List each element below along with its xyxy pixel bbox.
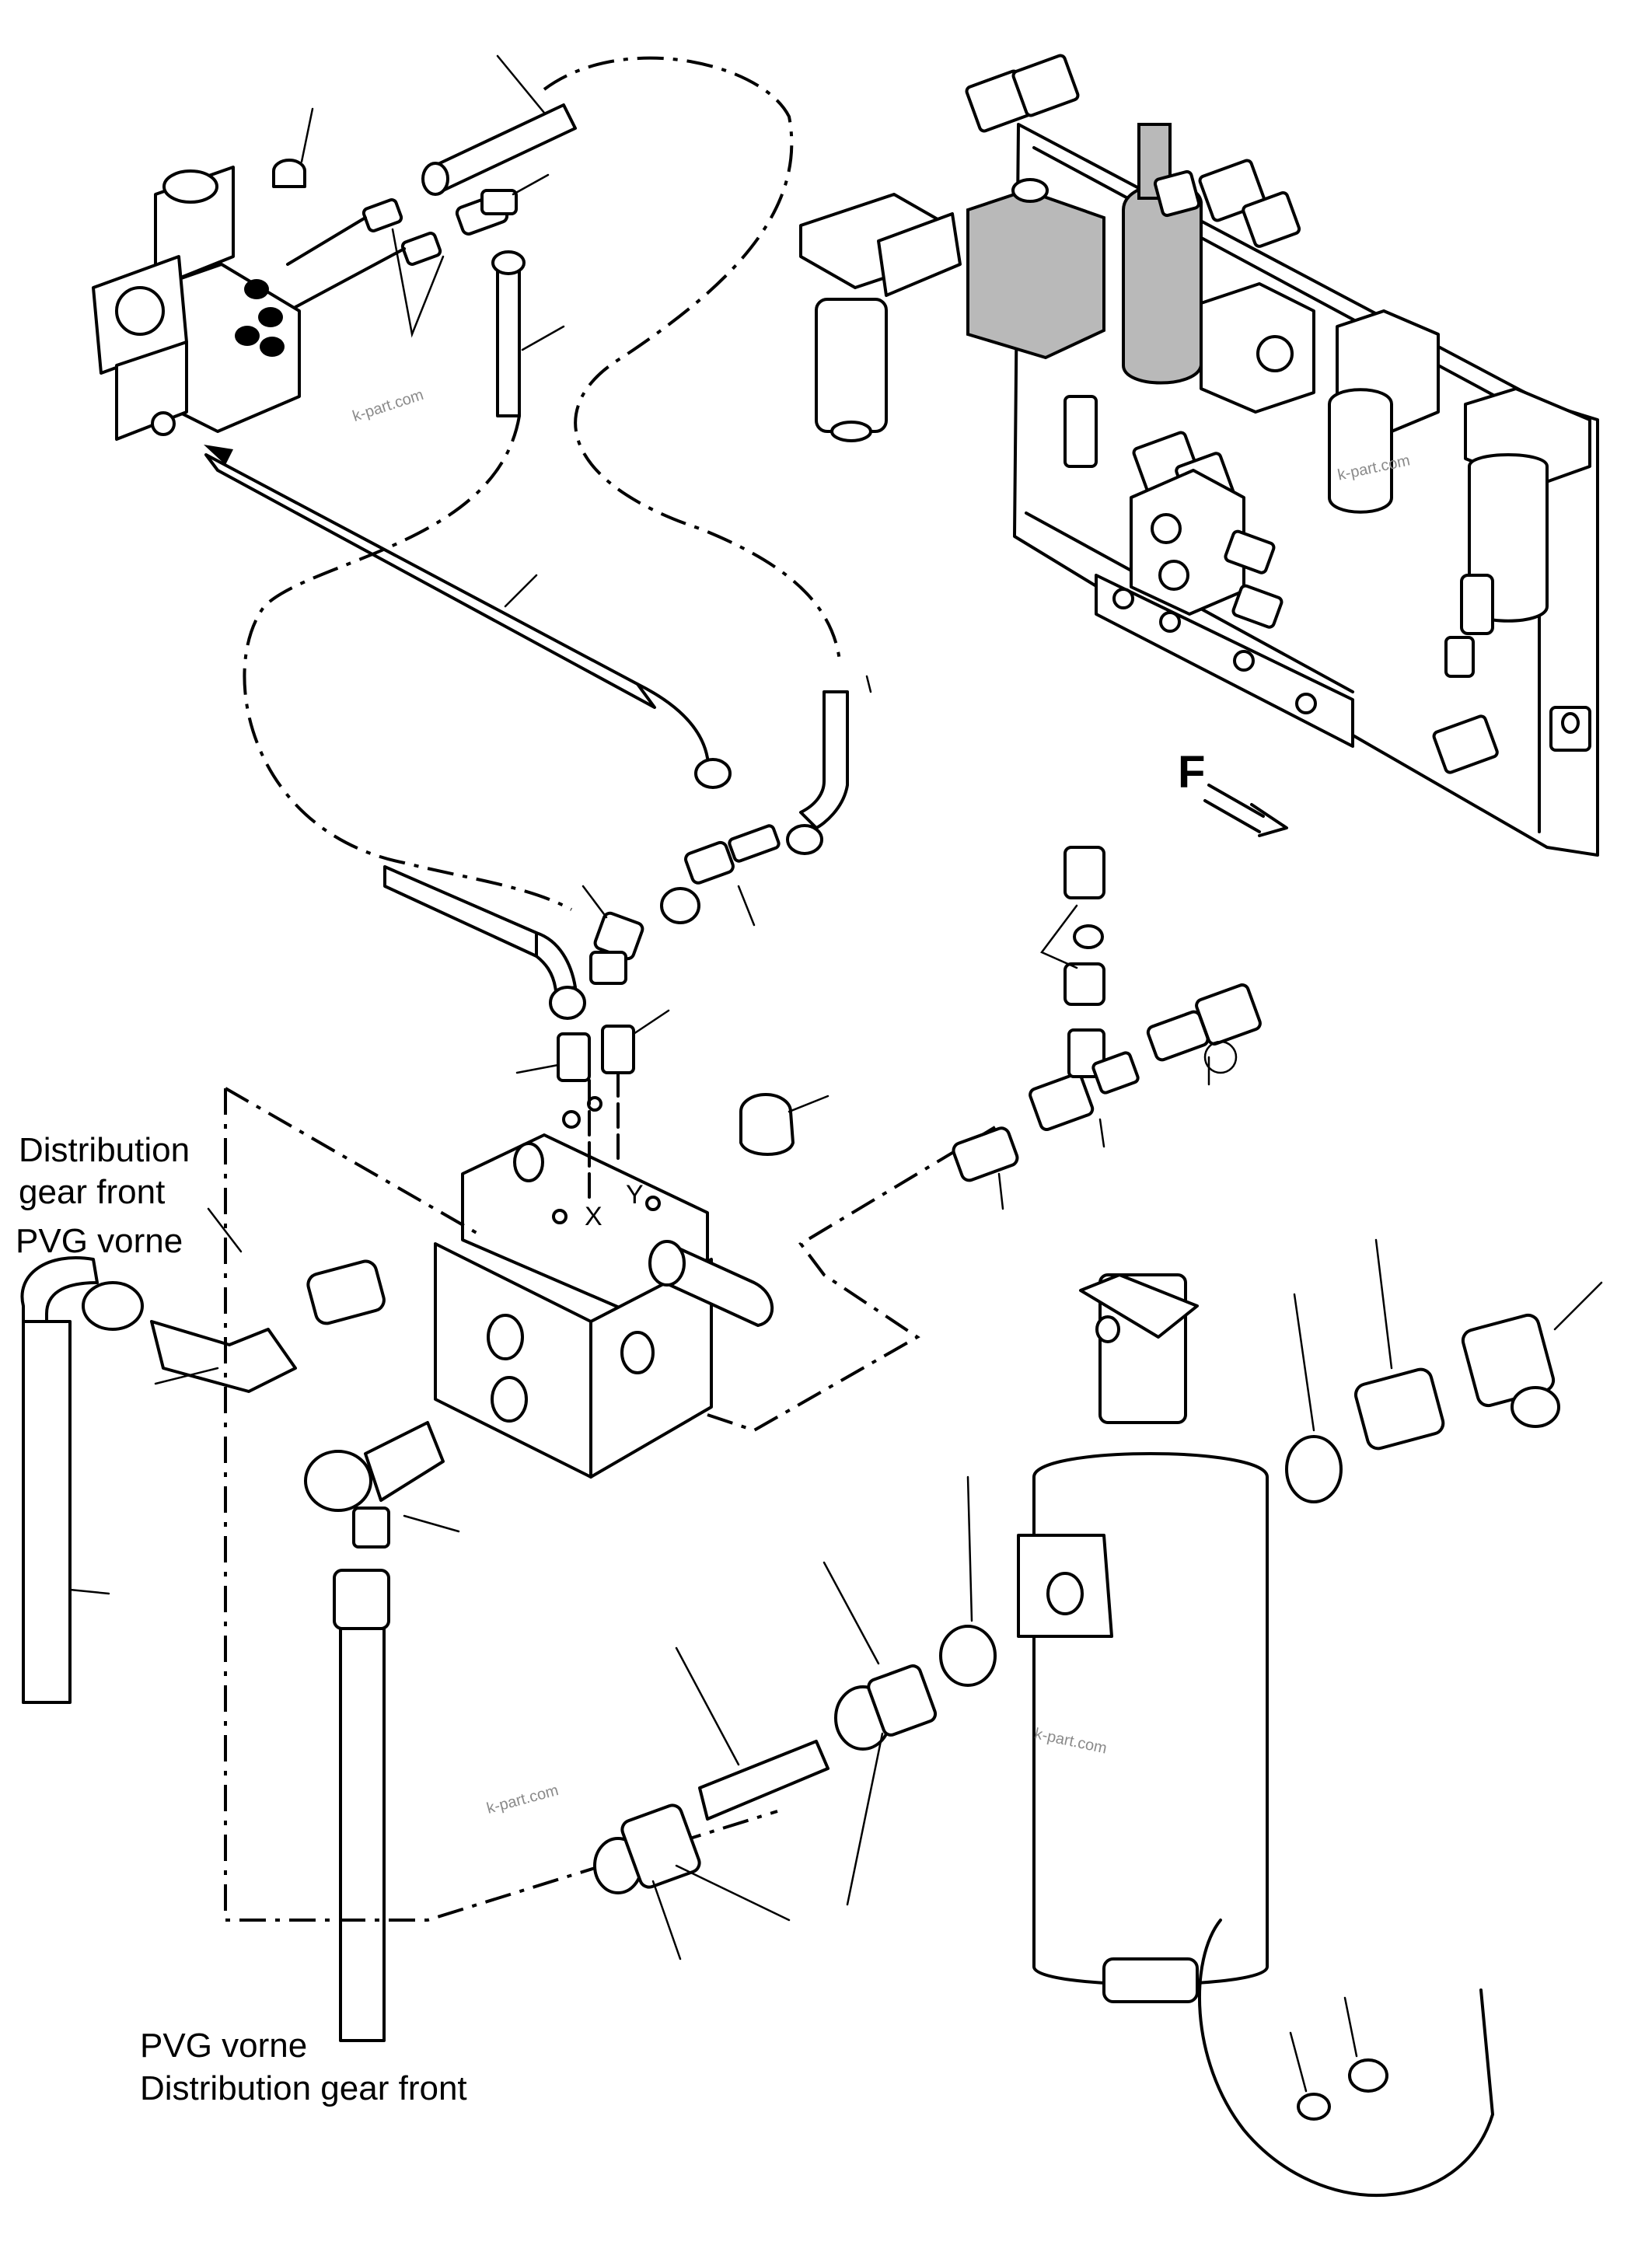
- nut-bottom-center: [939, 1625, 997, 1687]
- solenoid-valve-top-left: [92, 166, 301, 441]
- elbow-left: [150, 1320, 297, 1393]
- label-distribution-line2: gear front: [19, 1173, 166, 1211]
- label-pvg-vorne-bottom: PVG vorne: [140, 2027, 308, 2065]
- hose-bottom-pvg: [333, 1569, 390, 2042]
- detail-circle: [1198, 1919, 1494, 2197]
- port-label-x: X: [585, 1202, 602, 1231]
- hose-long-diagonal: [204, 453, 732, 789]
- elbow-swivel-left-bottom: [304, 1421, 445, 1548]
- hose-vertical: [491, 250, 526, 417]
- tee-fitting-right: [1029, 1028, 1140, 1132]
- plug-top-left: [272, 159, 306, 188]
- hose-right-vertical: [786, 690, 849, 855]
- nipples-top-left: [361, 198, 442, 266]
- hose-top: [421, 103, 577, 196]
- manifold-assembly-top-right: [799, 54, 1599, 857]
- nipple-right-middle: [952, 1126, 1019, 1182]
- fittings-right-of-filter: [1285, 1313, 1560, 1503]
- hose-into-block: [383, 865, 586, 1020]
- nipple-left: [306, 1259, 386, 1325]
- pressure-switch-fitting: [1146, 983, 1262, 1074]
- plug-right-of-block: [739, 1093, 795, 1156]
- compression-fittings-stack: [1063, 846, 1105, 1006]
- label-distribution-gear-front-bottom: Distribution gear front: [140, 2069, 467, 2107]
- hose-left-pvg: [20, 1256, 144, 1704]
- label-pvg-vorne-top: PVG vorne: [16, 1222, 183, 1260]
- nipples-above-block: [557, 1025, 635, 1082]
- direction-label-f: F: [1178, 747, 1206, 798]
- pipe-section: [698, 1740, 829, 1821]
- connector-bottom-center: [834, 1664, 938, 1751]
- tee-fitting: [660, 824, 781, 924]
- elbow-fitting-top: [455, 189, 518, 236]
- connector-bottom-left: [593, 1803, 701, 1894]
- label-distribution-line1: Distribution: [19, 1131, 190, 1169]
- port-label-y: Y: [626, 1180, 644, 1210]
- elbow-above-block: [589, 911, 644, 985]
- direction-arrow: [1203, 784, 1288, 837]
- filter-housing: [1017, 1273, 1269, 2003]
- valve-block-center: [434, 1096, 774, 1479]
